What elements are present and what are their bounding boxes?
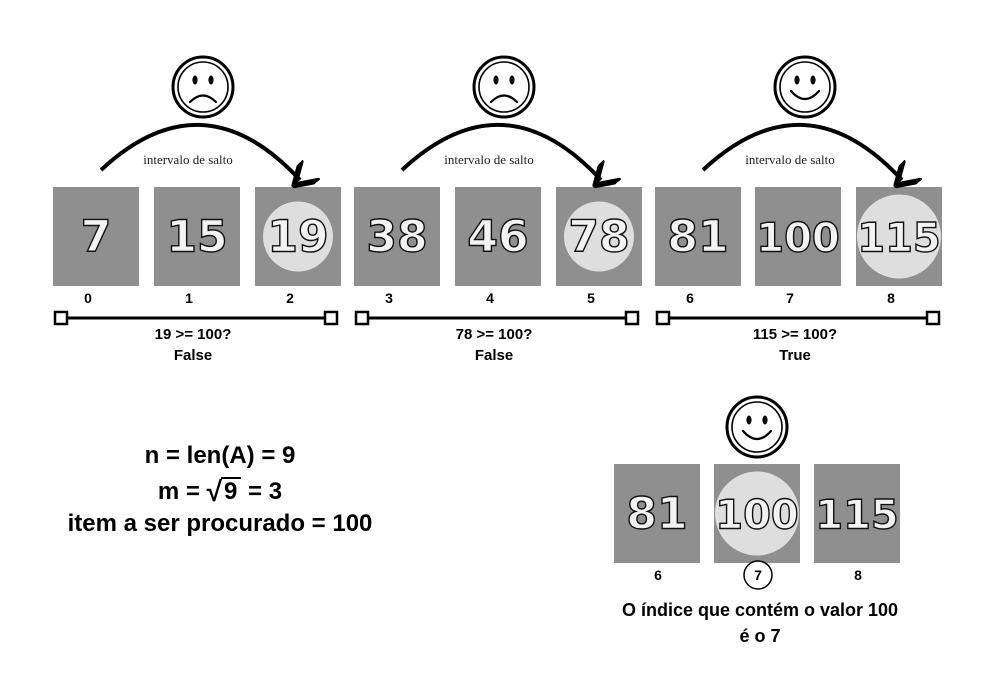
array-cell-3-value: 38 (366, 212, 427, 263)
sad-face-icon-0-mouth (188, 94, 218, 104)
happy-face-icon-2-mouth (789, 89, 821, 101)
array-cell-7-value: 100 (756, 216, 840, 262)
array-cell-4-box (455, 187, 541, 286)
array-cell-0-box (53, 187, 139, 286)
sad-face-icon-0-right-eye (208, 75, 214, 85)
segment-end-marker-2 (925, 310, 941, 326)
sad-face-icon-0 (171, 55, 235, 119)
happy-face-icon-2-inner (779, 61, 831, 113)
formula-n: n = len(A) = 9 (144, 442, 296, 469)
sad-face-icon-1-inner (478, 61, 530, 113)
result-cell-2-value: 115 (815, 493, 899, 539)
formula-m-prefix: m = (157, 478, 200, 505)
sad-face-icon-0-inner (177, 61, 229, 113)
array-index-4: 4 (486, 290, 494, 306)
result-happy-face-icon-inner (731, 401, 783, 453)
result-index-2: 8 (854, 567, 862, 583)
condition-text-1: 78 >= 100? (456, 326, 533, 343)
result-cell-0-box (614, 464, 700, 563)
segment-start-marker-2 (655, 310, 671, 326)
formula-m-radicand: 9 (221, 477, 242, 505)
array-index-0: 0 (84, 290, 92, 306)
segment-start-marker-0 (53, 310, 69, 326)
jump-label-2: intervalo de salto (745, 152, 835, 167)
array-cell-4-value: 46 (467, 212, 528, 263)
array-cell-5-highlight-circle (564, 201, 634, 272)
array-cell-8-highlight-circle (857, 194, 941, 279)
array-index-8: 8 (887, 290, 895, 306)
array-index-7: 7 (786, 290, 794, 306)
array-index-2: 2 (286, 290, 294, 306)
jump-arrow-2 (701, 123, 902, 180)
array-cell-3-box (354, 187, 440, 286)
formula-m-suffix: = 3 (248, 478, 283, 505)
sad-face-icon-1-mouth (489, 94, 519, 104)
result-cell-1-value: 100 (715, 493, 799, 539)
condition-result-0: False (174, 347, 212, 364)
result-happy-face-icon (725, 395, 789, 459)
result-happy-face-icon-right-eye (762, 415, 768, 425)
happy-face-icon-2 (773, 55, 837, 119)
result-happy-face-icon-left-eye (746, 415, 752, 425)
sad-face-icon-1-right-eye (509, 75, 515, 85)
jump-label-1: intervalo de salto (444, 152, 534, 167)
happy-face-icon-2-right-eye (810, 75, 816, 85)
segment-end-marker-1 (624, 310, 640, 326)
sad-face-icon-1-left-eye (493, 75, 499, 85)
array-cell-1-value: 15 (166, 212, 227, 263)
formula-item: item a ser procurado = 100 (67, 510, 373, 537)
happy-face-icon-2-left-eye (794, 75, 800, 85)
result-cell-0-value: 81 (626, 489, 687, 540)
result-index-1: 7 (754, 567, 762, 583)
condition-result-2: True (779, 347, 811, 364)
sad-face-icon-0-left-eye (192, 75, 198, 85)
jump-arrow-1 (400, 123, 601, 180)
array-cell-7-box (755, 187, 841, 286)
square-root-symbol: √9 (207, 474, 242, 508)
array-cell-2-value: 19 (267, 212, 328, 263)
array-cell-1-box (154, 187, 240, 286)
array-index-5: 5 (587, 290, 595, 306)
jump-arrow-0 (99, 123, 300, 180)
result-index-circle-1 (743, 560, 773, 590)
condition-text-0: 19 >= 100? (155, 326, 232, 343)
array-cell-0-value: 7 (81, 212, 112, 263)
segment-start-marker-1 (354, 310, 370, 326)
condition-result-1: False (475, 347, 513, 364)
jump-label-0: intervalo de salto (143, 152, 233, 167)
array-cell-2-highlight-circle (263, 201, 333, 272)
array-index-3: 3 (385, 290, 393, 306)
segment-end-marker-0 (323, 310, 339, 326)
result-index-0: 6 (654, 567, 662, 583)
sad-face-icon-1 (472, 55, 536, 119)
array-index-1: 1 (185, 290, 193, 306)
array-cell-6-value: 81 (667, 212, 728, 263)
array-cell-6-box (655, 187, 741, 286)
formula-m: m = √9 = 3 (40, 474, 400, 508)
conclusion-line-1: O índice que contém o valor 100 (621, 600, 899, 620)
array-cell-8-value: 115 (857, 216, 941, 262)
result-cell-1-highlight-circle (715, 471, 799, 556)
array-cell-5-value: 78 (568, 212, 629, 263)
condition-text-2: 115 >= 100? (753, 326, 837, 343)
conclusion-line-2: é o 7 (739, 626, 781, 646)
result-cell-2-box (814, 464, 900, 563)
result-happy-face-icon-mouth (741, 429, 773, 441)
array-index-6: 6 (686, 290, 694, 306)
